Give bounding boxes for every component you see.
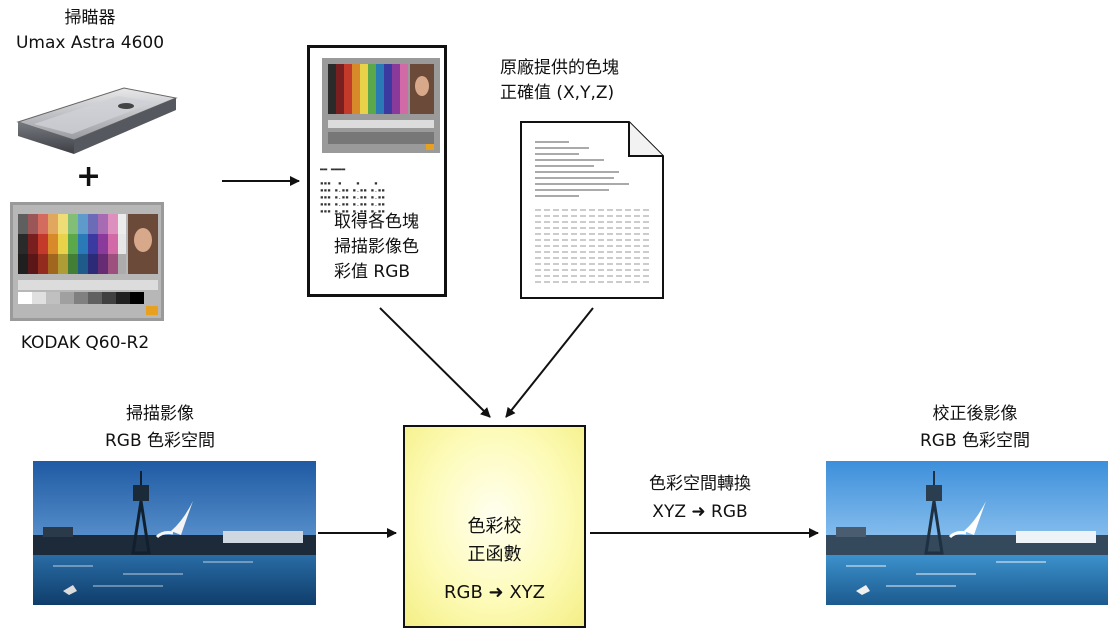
- scanned-image: [33, 461, 316, 605]
- function-formula: RGB ➜ XYZ: [444, 582, 545, 603]
- plus-sign: +: [76, 159, 102, 194]
- scanned-values-line-2: 掃描影像色: [334, 237, 419, 257]
- color-correction-function-box: 色彩校 正函數 RGB ➜ XYZ: [403, 425, 586, 628]
- conversion-title: 色彩空間轉換: [649, 474, 751, 494]
- reference-values-subtitle: 正確值 (X,Y,Z): [500, 83, 615, 103]
- scanned-values-line-1: 取得各色塊: [334, 212, 419, 232]
- corrected-image: [826, 461, 1108, 605]
- scanner-model: Umax Astra 4600: [15, 33, 165, 53]
- function-line-2: 正函數: [467, 544, 522, 565]
- input-image-title: 掃描影像: [126, 404, 194, 424]
- target-scan-thumbnail: [322, 58, 440, 153]
- output-image-colorspace: RGB 色彩空間: [919, 431, 1031, 451]
- output-image-title: 校正後影像: [932, 404, 1018, 424]
- scanner-icon: [16, 87, 178, 154]
- scanned-values-box: ▬▬ ▬▬▬▬ ▪▪▪ ▪ ▪ ▪ ▪▪▪ ▪.▪▪ ▪.▪▪ ▪.▪▪ ▪▪▪…: [307, 45, 447, 297]
- reference-values-title: 原廠提供的色塊: [500, 58, 619, 78]
- scanned-values-line-3: 彩值 RGB: [334, 262, 411, 282]
- input-image-colorspace: RGB 色彩空間: [104, 431, 216, 451]
- scanner-title: 掃瞄器: [64, 8, 116, 28]
- rgb-value-table: ▬▬ ▬▬▬▬ ▪▪▪ ▪ ▪ ▪ ▪▪▪ ▪.▪▪ ▪.▪▪ ▪.▪▪ ▪▪▪…: [320, 166, 386, 215]
- function-line-1: 色彩校: [467, 516, 522, 537]
- reference-data-file-icon: [520, 121, 664, 299]
- scanned-values-text: 取得各色塊 掃描影像色 彩值 RGB: [334, 210, 419, 285]
- conversion-formula: XYZ ➜ RGB: [652, 502, 748, 522]
- kodak-target-label: KODAK Q60-R2: [20, 333, 150, 353]
- arrow-values-to-function: [379, 307, 491, 418]
- kodak-target-image: [10, 202, 164, 321]
- arrow-reference-to-function: [505, 307, 594, 418]
